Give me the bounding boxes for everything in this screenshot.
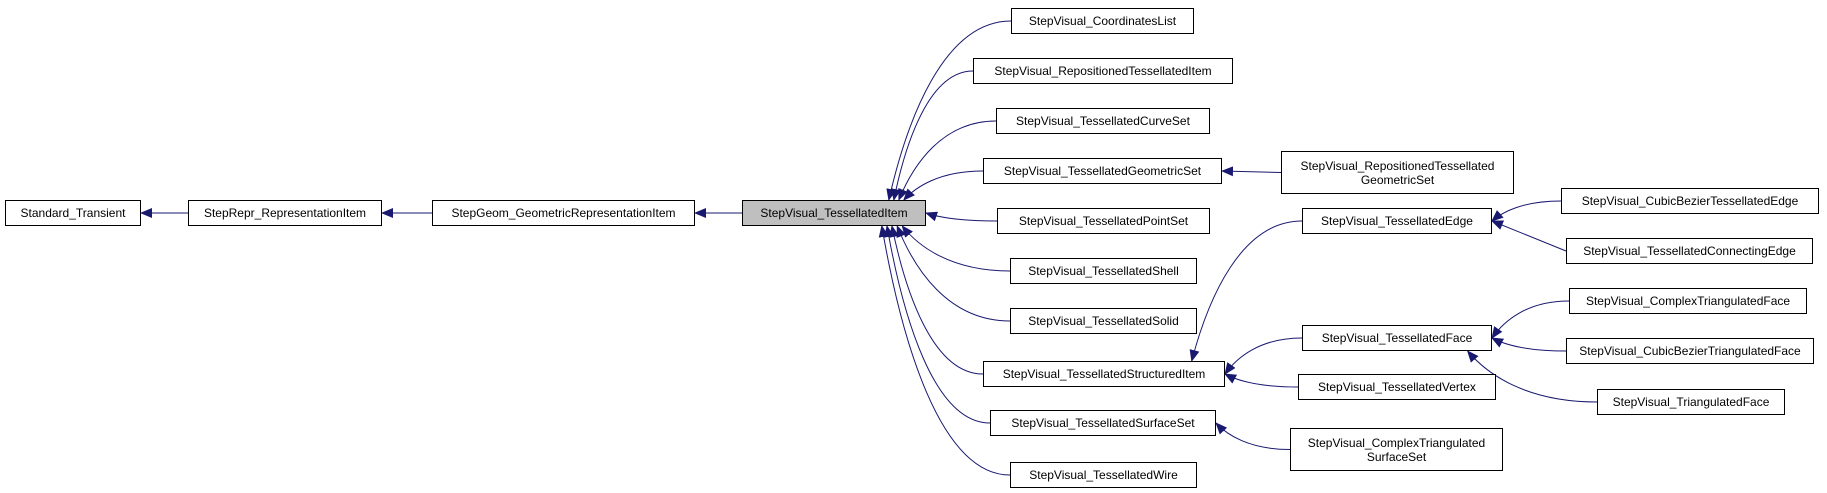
node-repositioned-tessellated-item[interactable]: StepVisual_RepositionedTessellatedItem <box>973 58 1233 84</box>
inheritance-edge-point_set-to-tess_item <box>925 211 998 222</box>
inheritance-edge-cubic_bezier_face-to-face <box>1491 337 1567 352</box>
node-tessellated-geometric-set[interactable]: StepVisual_TessellatedGeometricSet <box>983 158 1222 184</box>
inheritance-edge-surface_set-to-tess_item <box>883 225 991 424</box>
node-label: StepVisual_TessellatedShell <box>1028 264 1179 278</box>
node-label: StepVisual_RepositionedTessellatedItem <box>994 64 1212 78</box>
inheritance-edge-triangulated_face-to-face <box>1466 350 1598 403</box>
node-repr-representation-item[interactable]: StepRepr_RepresentationItem <box>188 200 382 226</box>
node-label: StepVisual_TessellatedCurveSet <box>1016 114 1190 128</box>
node-label: StepVisual_CubicBezierTessellatedEdge <box>1581 194 1799 208</box>
inheritance-edge-vertex-to-structured_item <box>1224 373 1299 388</box>
node-tessellated-curve-set[interactable]: StepVisual_TessellatedCurveSet <box>996 108 1210 134</box>
node-tessellated-surface-set[interactable]: StepVisual_TessellatedSurfaceSet <box>990 410 1216 436</box>
inheritance-edge-coords_list-to-tess_item <box>886 20 1012 201</box>
node-triangulated-face[interactable]: StepVisual_TriangulatedFace <box>1597 389 1785 415</box>
node-cubic-bezier-tessellated-edge[interactable]: StepVisual_CubicBezierTessellatedEdge <box>1561 188 1819 214</box>
node-label: StepVisual_TessellatedVertex <box>1318 380 1476 394</box>
node-label-line-1: StepVisual_RepositionedTessellated <box>1300 158 1495 173</box>
node-label-line-1: StepVisual_ComplexTriangulated <box>1307 435 1486 450</box>
node-label-line-2: SurfaceSet <box>1366 449 1427 464</box>
node-label: StepVisual_TessellatedItem <box>760 206 908 220</box>
node-label: StepVisual_TessellatedConnectingEdge <box>1583 244 1796 258</box>
node-coordinates-list[interactable]: StepVisual_CoordinatesList <box>1011 8 1194 34</box>
inheritance-edge-repositioned_geometric_set-to-geometric_set <box>1221 166 1282 177</box>
node-label: StepVisual_TessellatedEdge <box>1321 214 1473 228</box>
node-label: StepVisual_TessellatedSurfaceSet <box>1011 416 1195 430</box>
node-tessellated-point-set[interactable]: StepVisual_TessellatedPointSet <box>997 208 1210 234</box>
node-label-line-2: GeometricSet <box>1360 172 1435 187</box>
node-label: StepVisual_CubicBezierTriangulatedFace <box>1579 344 1801 358</box>
node-tessellated-vertex[interactable]: StepVisual_TessellatedVertex <box>1298 374 1496 400</box>
node-tessellated-item-focus: StepVisual_TessellatedItem <box>742 200 926 226</box>
node-label: StepVisual_TessellatedSolid <box>1028 314 1179 328</box>
inheritance-edge-repositioned_item-to-tess_item <box>891 70 974 201</box>
node-tessellated-structured-item[interactable]: StepVisual_TessellatedStructuredItem <box>983 361 1225 387</box>
node-tessellated-wire[interactable]: StepVisual_TessellatedWire <box>1010 462 1197 488</box>
node-cubic-bezier-triangulated-face[interactable]: StepVisual_CubicBezierTriangulatedFace <box>1566 338 1814 364</box>
node-label: StepVisual_TessellatedFace <box>1321 331 1473 345</box>
inheritance-edge-connecting_edge-to-edge <box>1491 220 1567 252</box>
node-tessellated-connecting-edge[interactable]: StepVisual_TessellatedConnectingEdge <box>1566 238 1813 264</box>
inheritance-edge-complex_surface_set-to-surface_set <box>1215 422 1291 450</box>
node-label: StepVisual_TessellatedPointSet <box>1018 214 1189 228</box>
inheritance-edge-wire-to-tess_item <box>878 225 1011 476</box>
node-tessellated-face[interactable]: StepVisual_TessellatedFace <box>1302 325 1492 351</box>
node-label: StepVisual_TessellatedGeometricSet <box>1003 164 1202 178</box>
node-tessellated-edge[interactable]: StepVisual_TessellatedEdge <box>1302 208 1492 234</box>
inheritance-edge-solid-to-tess_item <box>896 225 1011 322</box>
node-label: StepVisual_TriangulatedFace <box>1612 395 1770 409</box>
node-geom-geometric-representation-item[interactable]: StepGeom_GeometricRepresentationItem <box>432 200 695 226</box>
node-complex-triangulated-face[interactable]: StepVisual_ComplexTriangulatedFace <box>1569 288 1807 314</box>
inheritance-edge-geometric_set-to-tess_item <box>903 170 984 201</box>
node-label: StepVisual_TessellatedStructuredItem <box>1002 367 1206 381</box>
node-label: StepGeom_GeometricRepresentationItem <box>451 206 676 220</box>
node-repositioned-tessellated-geometric-set[interactable]: StepVisual_RepositionedTessellated Geome… <box>1281 151 1514 194</box>
node-label: StepVisual_ComplexTriangulatedFace <box>1585 294 1791 308</box>
node-label: StepVisual_CoordinatesList <box>1028 14 1177 28</box>
inheritance-edge-structured_item-to-tess_item <box>889 225 984 375</box>
inheritance-edge-complex_face-to-face <box>1491 300 1570 339</box>
inheritance-edge-face-to-structured_item <box>1224 337 1303 375</box>
node-label: Standard_Transient <box>20 206 126 220</box>
inheritance-edge-curve_set-to-tess_item <box>898 120 997 201</box>
node-complex-triangulated-surface-set[interactable]: StepVisual_ComplexTriangulated SurfaceSe… <box>1290 428 1503 471</box>
inheritance-edge-edge-to-structured_item <box>1189 220 1303 362</box>
inheritance-edge-cubic_bezier_edge-to-edge <box>1491 200 1562 222</box>
node-tessellated-shell[interactable]: StepVisual_TessellatedShell <box>1010 258 1197 284</box>
node-label: StepRepr_RepresentationItem <box>203 206 367 220</box>
node-standard-transient[interactable]: Standard_Transient <box>5 200 141 226</box>
inheritance-edge-shell-to-tess_item <box>901 225 1011 272</box>
node-label: StepVisual_TessellatedWire <box>1029 468 1178 482</box>
node-tessellated-solid[interactable]: StepVisual_TessellatedSolid <box>1010 308 1197 334</box>
